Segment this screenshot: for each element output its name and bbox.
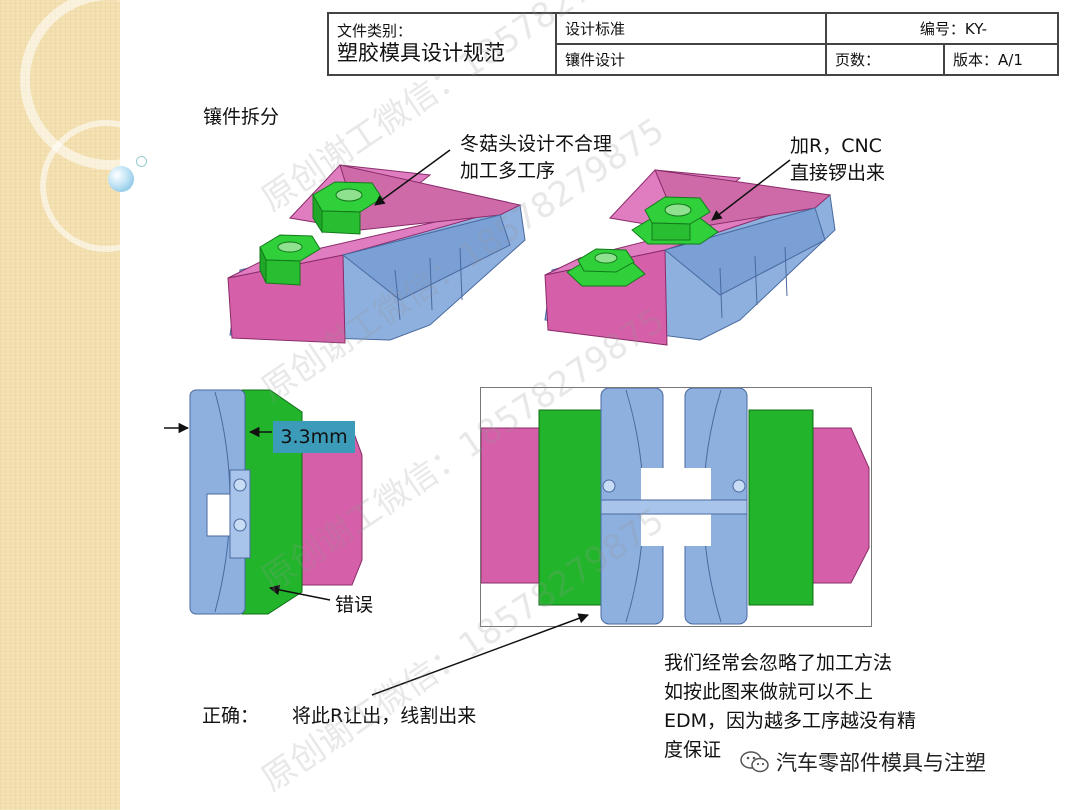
- label-correct-prefix: 正确：: [202, 705, 260, 727]
- note-line-2: 如按此图来做就可以不上: [664, 681, 874, 703]
- header-standard: 设计标准: [555, 12, 827, 45]
- decorative-left-strip: [0, 0, 120, 810]
- header-topic: 镶件设计: [555, 43, 827, 76]
- callout-radius-line1: 加R，CNC: [790, 135, 882, 157]
- section-title: 镶件拆分: [203, 106, 280, 128]
- label-wrong: 错误: [335, 594, 374, 616]
- callout-radius-line2: 直接锣出来: [790, 162, 886, 184]
- decorative-bubble: [136, 156, 147, 167]
- callout-mushroom-line1: 冬菇头设计不合理: [460, 133, 613, 155]
- document-header-table: 文件类别： 塑胶模具设计规范 设计标准 编号：KY- 镶件设计 页数： 版本：A…: [327, 12, 1059, 76]
- header-category-name: 塑胶模具设计规范: [337, 41, 505, 65]
- note-line-4: 度保证: [664, 739, 722, 761]
- wechat-icon: [740, 751, 769, 773]
- insert-model-left: [227, 164, 526, 344]
- section-view-right-frame: [480, 387, 872, 627]
- section-view-right: [480, 387, 870, 625]
- header-version: 版本：A/1: [943, 43, 1059, 76]
- section-view-left: [189, 389, 363, 615]
- header-number: 编号：KY-: [825, 12, 1059, 45]
- header-category-label: 文件类别：: [337, 22, 413, 40]
- decorative-bubble: [108, 166, 134, 192]
- note-line-1: 我们经常会忽略了加工方法: [664, 652, 893, 674]
- header-pages: 页数：: [825, 43, 945, 76]
- dimension-label: 3.3mm: [273, 421, 355, 453]
- label-correct-text: 将此R让出，线割出来: [292, 705, 477, 727]
- insert-model-right: [544, 169, 836, 346]
- header-category-cell: 文件类别： 塑胶模具设计规范: [327, 12, 557, 76]
- wechat-account-name: 汽车零部件模具与注塑: [776, 751, 986, 775]
- callout-mushroom-line2: 加工多工序: [460, 160, 556, 182]
- note-line-3: EDM，因为越多工序越没有精: [664, 710, 917, 732]
- wechat-account-badge: 汽车零部件模具与注塑: [740, 747, 986, 777]
